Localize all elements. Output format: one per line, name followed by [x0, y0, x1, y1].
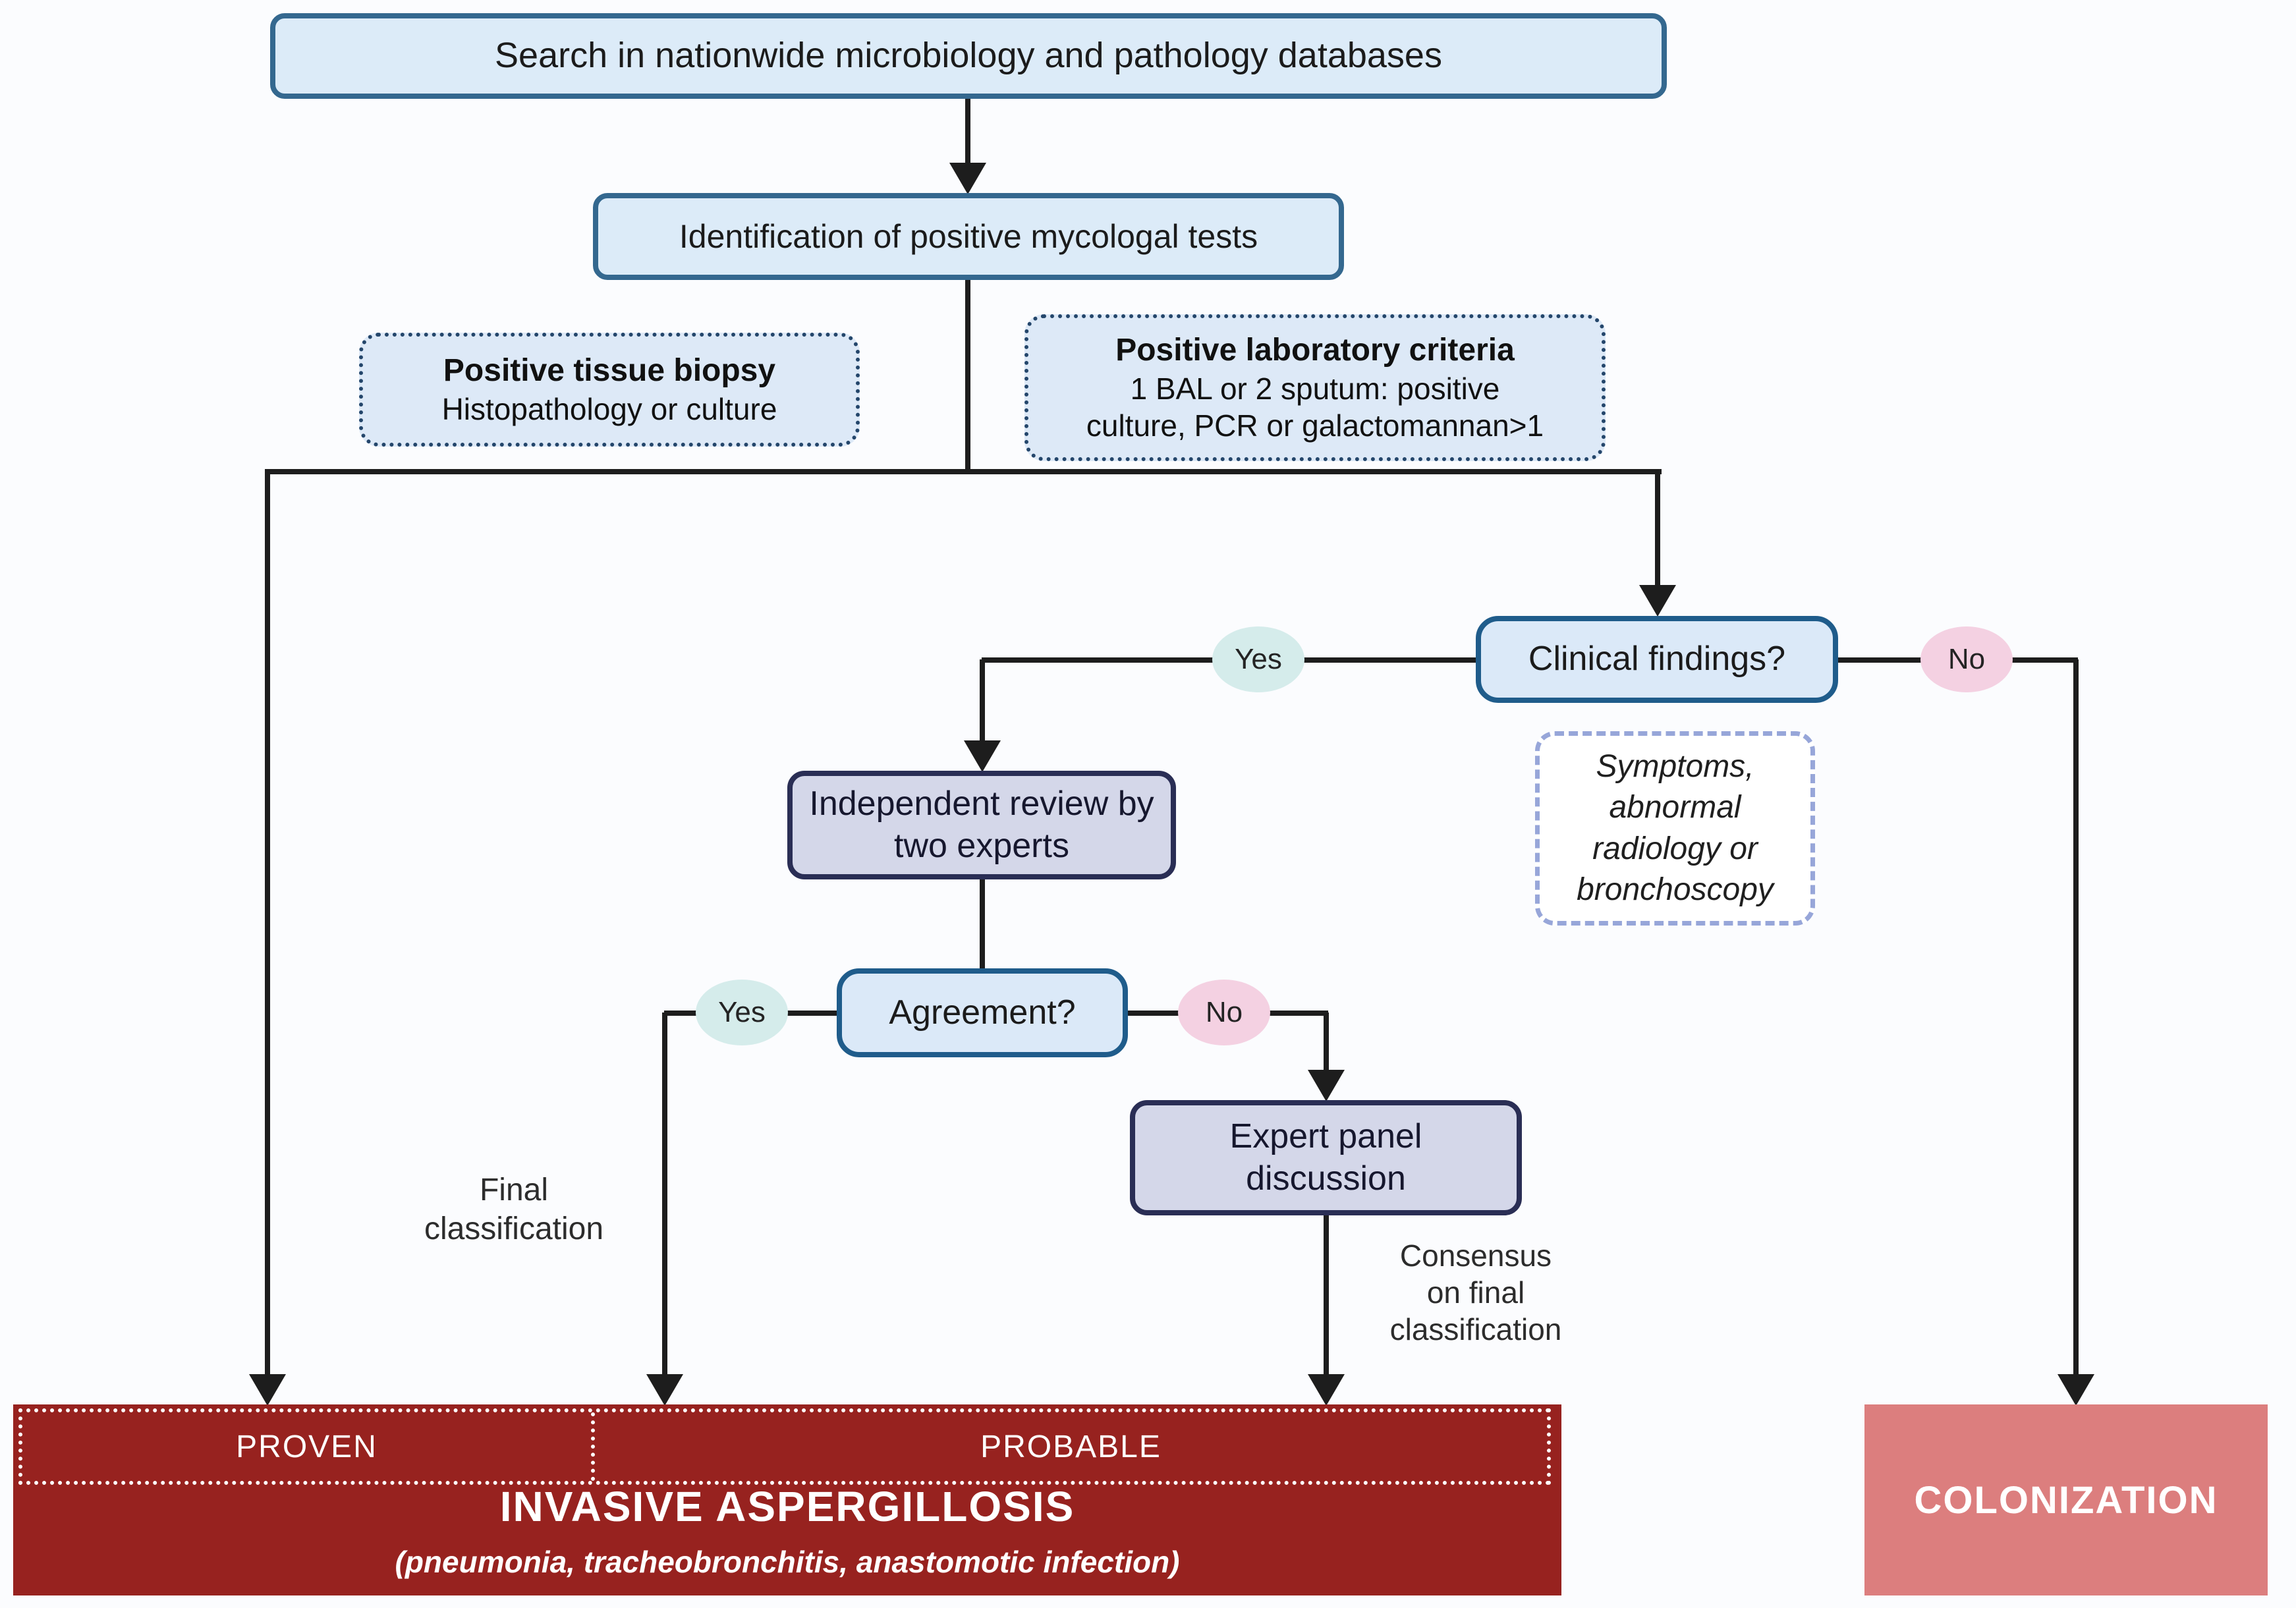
connector-to-independent-review [980, 659, 985, 745]
proven-probable-strip: PROVEN PROBABLE [18, 1408, 1551, 1485]
laboratory-criteria-title: Positive laboratory criteria [1115, 333, 1515, 368]
probable-label: PROBABLE [980, 1429, 1162, 1464]
connector-search-to-identification [965, 99, 970, 168]
arrowhead-into-probable [646, 1374, 683, 1406]
connector-to-proven [265, 469, 270, 1377]
node-agreement: Agreement? [837, 968, 1128, 1057]
connector-to-clinical-findings [1655, 469, 1660, 588]
clinical-yes-label: Yes [1235, 643, 1282, 675]
node-search-databases: Search in nationwide microbiology and pa… [270, 13, 1667, 99]
connector-identification-to-junction [965, 280, 970, 473]
junction-horizontal-line [265, 469, 1662, 474]
agreement-yes-label: Yes [718, 996, 766, 1028]
arrowhead-into-independent-review [964, 740, 1001, 772]
laboratory-criteria-body: 1 BAL or 2 sputum: positive culture, PCR… [1086, 371, 1544, 443]
node-independent-review: Independent review by two experts [787, 771, 1176, 879]
node-clinical-findings: Clinical findings? [1476, 616, 1838, 703]
independent-review-label: Independent review by two experts [809, 785, 1154, 865]
arrowhead-into-identification [949, 163, 986, 194]
clinical-no-label: No [1947, 643, 1986, 675]
agreement-no-label: No [1205, 996, 1243, 1028]
tissue-biopsy-title: Positive tissue biopsy [443, 353, 776, 389]
arrowhead-into-clinical-findings [1639, 585, 1676, 617]
connector-review-to-agreement [980, 879, 985, 970]
arrowhead-into-colonization [2058, 1374, 2094, 1406]
connector-to-probable [662, 1012, 667, 1379]
proven-label: PROVEN [236, 1429, 378, 1464]
tissue-biopsy-body: Histopathology or culture [441, 391, 777, 426]
node-positive-laboratory-criteria: Positive laboratory criteria 1 BAL or 2 … [1024, 314, 1606, 461]
colonization-box: COLONIZATION [1864, 1404, 2268, 1595]
invasive-aspergillosis-title: INVASIVE ASPERGILLOSIS [499, 1483, 1075, 1530]
invasive-aspergillosis-subtitle: (pneumonia, tracheobronchitis, anastomot… [395, 1545, 1180, 1579]
clinical-yes-badge: Yes [1212, 626, 1304, 692]
node-identification-tests-label: Identification of positive mycologal tes… [679, 217, 1258, 255]
agreement-no-badge: No [1178, 980, 1270, 1045]
consensus-label: Consensus on final classification [1389, 1238, 1562, 1347]
colonization-label: COLONIZATION [1914, 1478, 2218, 1522]
expert-panel-label: Expert panel discussion [1229, 1117, 1422, 1198]
clinical-findings-label: Clinical findings? [1528, 640, 1786, 679]
arrowhead-into-expert-panel [1308, 1070, 1345, 1101]
connector-to-expert-panel [1324, 1012, 1329, 1074]
node-positive-tissue-biopsy: Positive tissue biopsy Histopathology or… [359, 333, 860, 447]
connector-expert-panel-to-probable [1324, 1215, 1329, 1379]
invasive-aspergillosis-band: PROVEN PROBABLE INVASIVE ASPERGILLOSIS (… [13, 1404, 1561, 1595]
symptoms-note-label: Symptoms, abnormal radiology or bronchos… [1577, 748, 1774, 907]
arrowhead-into-proven [249, 1374, 286, 1406]
proven-probable-divider [591, 1412, 595, 1481]
node-symptoms-note: Symptoms, abnormal radiology or bronchos… [1535, 731, 1815, 926]
arrowhead-consensus-into-probable [1308, 1374, 1345, 1406]
node-identification-tests: Identification of positive mycologal tes… [593, 193, 1344, 280]
clinical-no-badge: No [1920, 626, 2013, 692]
final-classification-label: Final classification [424, 1173, 604, 1246]
node-expert-panel: Expert panel discussion [1130, 1100, 1522, 1215]
agreement-yes-badge: Yes [696, 980, 788, 1045]
agreement-label: Agreement? [889, 993, 1076, 1032]
connector-to-colonization [2073, 659, 2079, 1379]
node-search-databases-label: Search in nationwide microbiology and pa… [495, 36, 1442, 76]
